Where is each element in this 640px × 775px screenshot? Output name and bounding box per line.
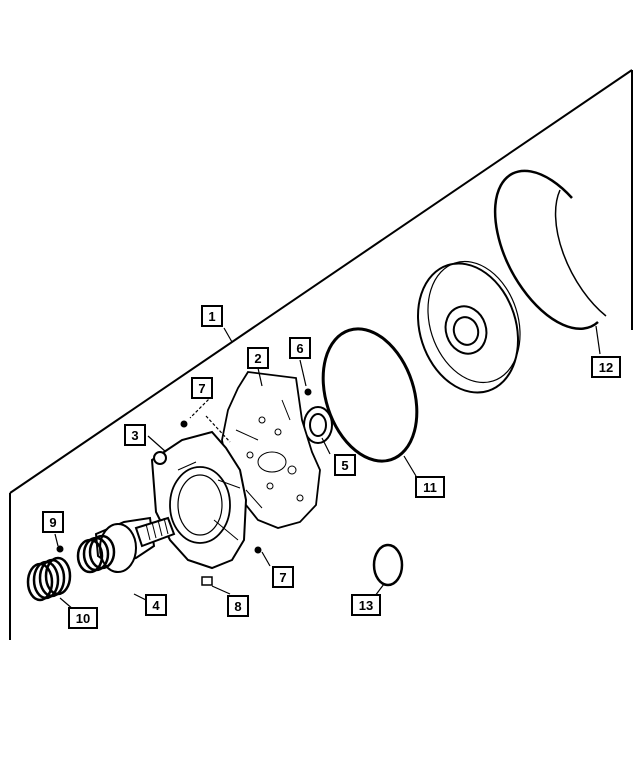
callout-10: 10 xyxy=(68,607,98,629)
part-9-pin xyxy=(56,545,64,553)
callout-11: 11 xyxy=(415,476,445,498)
callout-3: 3 xyxy=(124,424,146,446)
part-3-pump-housing xyxy=(150,430,248,570)
part-10-spring xyxy=(26,534,116,602)
callout-7-upper: 7 xyxy=(191,377,213,399)
callout-12: 12 xyxy=(591,356,621,378)
callout-13: 13 xyxy=(351,594,381,616)
part-2-pump-plate xyxy=(221,371,321,529)
diagram-frame xyxy=(9,69,633,640)
callout-7-lower: 7 xyxy=(272,566,294,588)
part-5-seal xyxy=(303,406,333,444)
callout-9: 9 xyxy=(42,511,64,533)
callout-5: 5 xyxy=(334,454,356,476)
part-7-screw-lower xyxy=(254,546,262,554)
part-11-o-ring xyxy=(321,327,419,463)
part-4-stator-shaft xyxy=(94,516,176,573)
leader-lines xyxy=(54,325,601,611)
part-7-screw-upper xyxy=(180,420,188,428)
part-6-bolt xyxy=(304,388,312,396)
clutch-disc xyxy=(417,260,521,394)
callout-1: 1 xyxy=(201,305,223,327)
part-13-snap-ring xyxy=(372,543,404,587)
callout-8: 8 xyxy=(227,595,249,617)
part-8-plug xyxy=(201,576,213,586)
callout-4: 4 xyxy=(145,594,167,616)
callout-6: 6 xyxy=(289,337,311,359)
fasteners xyxy=(56,388,312,586)
callout-2: 2 xyxy=(247,347,269,369)
part-12-split-ring xyxy=(493,169,607,330)
